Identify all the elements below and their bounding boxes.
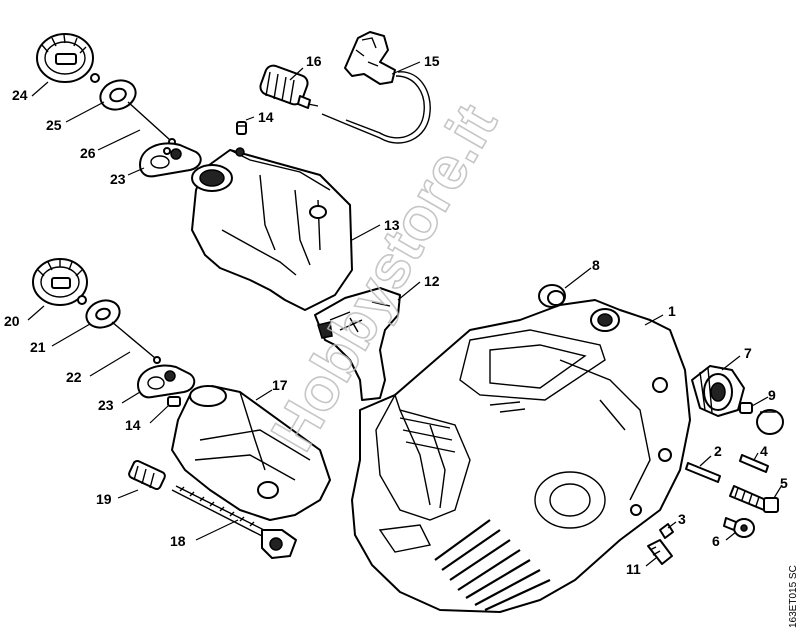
callout-labels: 24 25 26 23 14 16 15 13 12 20 21 22 23 1… bbox=[4, 53, 788, 577]
callout-3: 3 bbox=[678, 511, 686, 527]
part-5-threaded-stud bbox=[729, 485, 779, 513]
part-20-fuel-cap-lower bbox=[32, 258, 88, 306]
callout-17: 17 bbox=[272, 377, 288, 393]
part-15-fuel-hose bbox=[321, 31, 431, 144]
callout-15: 15 bbox=[424, 53, 440, 69]
part-14-pin-lower bbox=[167, 396, 181, 407]
part-12-baffle bbox=[314, 287, 401, 401]
part-18-pickup-line bbox=[171, 485, 297, 559]
part-7-grommet bbox=[691, 365, 745, 417]
callout-12: 12 bbox=[424, 273, 440, 289]
callout-4: 4 bbox=[760, 443, 768, 459]
callout-14-upper: 14 bbox=[258, 109, 274, 125]
part-8-plug bbox=[538, 284, 566, 308]
callout-5: 5 bbox=[780, 475, 788, 491]
part-23-clip-lower bbox=[137, 364, 196, 399]
callout-13: 13 bbox=[384, 217, 400, 233]
part-9-knob bbox=[739, 402, 784, 435]
part-19-fitting bbox=[128, 459, 166, 491]
callout-9: 9 bbox=[768, 387, 776, 403]
callout-11: 11 bbox=[626, 561, 641, 577]
part-26-cord-upper bbox=[127, 101, 176, 146]
part-4-pin bbox=[739, 454, 769, 473]
drawing-code: 163ET015 SC bbox=[788, 565, 799, 628]
part-17-tank-housing-lower bbox=[171, 385, 331, 521]
part-6-screw bbox=[723, 517, 755, 538]
part-21-seal-ring-lower bbox=[85, 299, 121, 329]
part-22-cord-lower bbox=[111, 321, 161, 364]
callout-23-lower: 23 bbox=[98, 397, 114, 413]
part-16-fuel-filter bbox=[259, 64, 319, 109]
callout-24: 24 bbox=[12, 87, 28, 103]
callout-7: 7 bbox=[744, 345, 752, 361]
callout-1: 1 bbox=[668, 303, 676, 319]
callout-26: 26 bbox=[80, 145, 96, 161]
part-23-clip-upper bbox=[139, 142, 202, 178]
leader-lines bbox=[27, 61, 783, 567]
callout-19: 19 bbox=[96, 491, 112, 507]
part-14-pin-upper bbox=[236, 121, 247, 135]
part-13-tank-housing-upper bbox=[191, 147, 353, 311]
part-2-pin bbox=[685, 462, 721, 483]
part-24-fuel-cap-upper bbox=[36, 33, 100, 83]
callout-21: 21 bbox=[30, 339, 46, 355]
callout-14-lower: 14 bbox=[125, 417, 141, 433]
callout-23-upper: 23 bbox=[110, 171, 126, 187]
callout-25: 25 bbox=[46, 117, 62, 133]
callout-22: 22 bbox=[66, 369, 82, 385]
callout-16: 16 bbox=[306, 53, 322, 69]
callout-2: 2 bbox=[714, 443, 722, 459]
part-11-sleeve bbox=[647, 539, 673, 565]
callout-18: 18 bbox=[170, 533, 186, 549]
part-25-seal-ring-upper bbox=[99, 79, 137, 111]
callout-6: 6 bbox=[712, 533, 720, 549]
callout-20: 20 bbox=[4, 313, 20, 329]
part-3-screw bbox=[659, 523, 674, 539]
callout-8: 8 bbox=[592, 257, 600, 273]
